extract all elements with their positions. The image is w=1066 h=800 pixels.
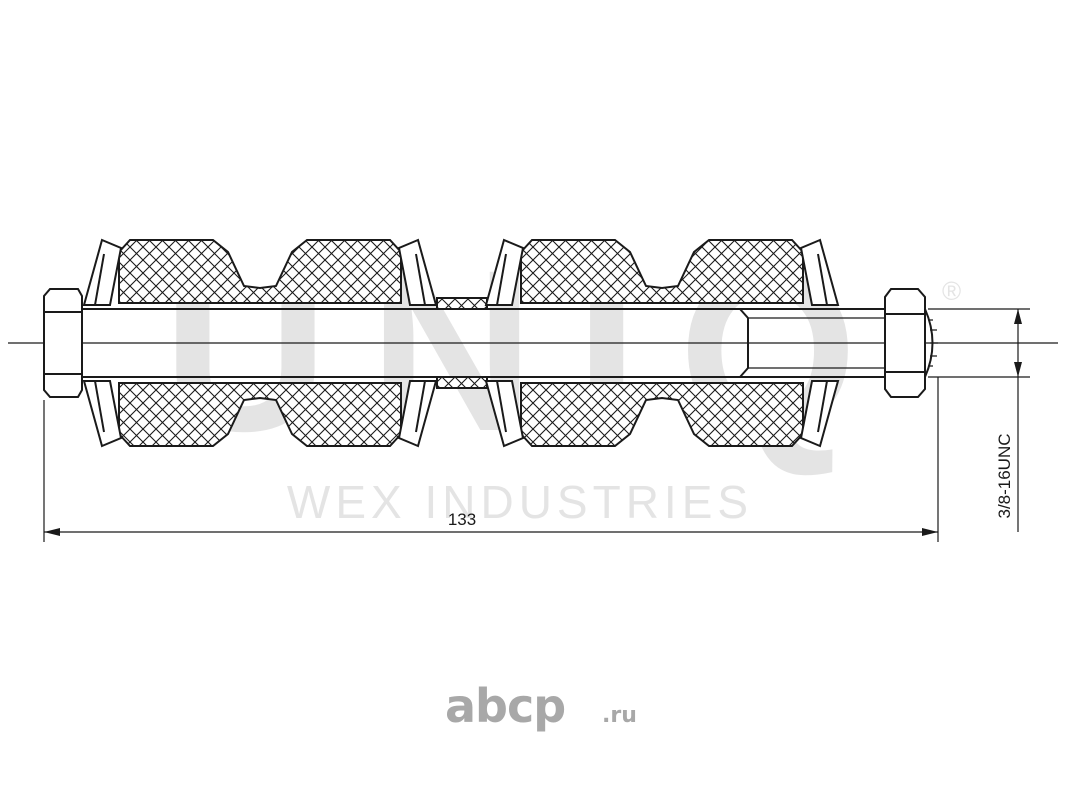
site-logo-suffix: .ru (602, 703, 637, 728)
watermark-registered: ® (942, 276, 961, 306)
bushing-group-left (82, 238, 438, 448)
hex-nut (884, 288, 938, 398)
site-logo: abcp .ru (445, 679, 637, 733)
watermark-subtitle: WEX INDUSTRIES (287, 476, 753, 528)
thread-dimension: 3/8-16UNC (928, 308, 1030, 532)
bushing-group-right (484, 238, 840, 448)
thread-dimension-label: 3/8-16UNC (995, 433, 1014, 518)
site-logo-name: abcp (445, 679, 565, 733)
bolt-head (43, 288, 83, 398)
length-dimension: 133 (43, 377, 939, 542)
length-dimension-label: 133 (448, 510, 476, 529)
